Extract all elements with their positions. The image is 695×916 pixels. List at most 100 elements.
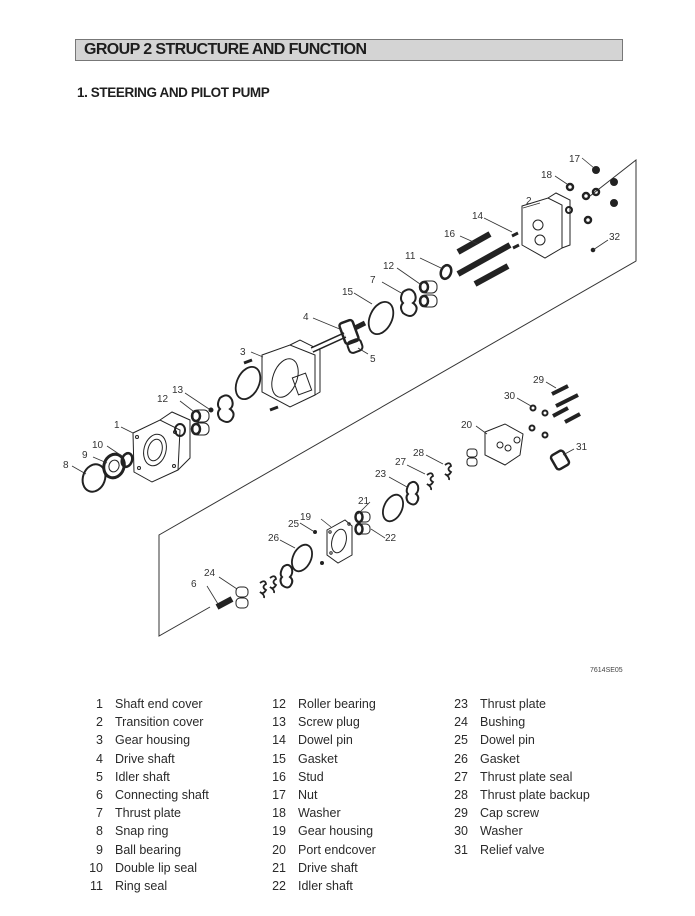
legend-item-name: Gear housing [115, 733, 191, 748]
legend-item-number: 27 [454, 769, 468, 784]
legend-item-number: 12 [272, 697, 286, 711]
part-roller-bearing-12 [174, 409, 210, 437]
legend-item-number: 15 [272, 751, 286, 766]
part-washer-30 [528, 404, 549, 439]
legend-item-name: Cap screw [480, 806, 540, 821]
callout-5: 5 [370, 354, 376, 365]
callout-30: 30 [504, 391, 516, 402]
legend-item-number: 2 [96, 715, 103, 730]
legend-item-number: 11 [90, 878, 103, 893]
legend-item-number: 21 [272, 860, 286, 875]
part-transition-cover-2 [521, 192, 573, 259]
part-drive-idler-shaft-21-22 [354, 510, 371, 536]
legend-item-name: Thrust plate backup [480, 787, 590, 802]
legend-item-number: 5 [96, 769, 103, 784]
part-thrust-plate-lower [279, 563, 294, 589]
callout-11: 11 [405, 251, 416, 262]
callout-8: 8 [63, 460, 69, 471]
legend-item-name: Transition cover [115, 715, 204, 730]
part-gasket-15 [367, 301, 395, 335]
part-connecting-shaft-6 [215, 596, 234, 610]
legend-item-number: 24 [454, 715, 468, 730]
legend-item-name: Screw plug [298, 715, 360, 730]
part-double-lip-seal-10 [120, 451, 134, 469]
callouts: 1 2 3 4 5 6 7 8 9 10 11 12 12 13 13 14 1… [63, 154, 621, 590]
legend-item-name: Nut [298, 787, 318, 802]
part-shaft-end-cover-1 [132, 411, 191, 483]
legend-item-name: Connecting shaft [115, 787, 209, 802]
callout-20: 20 [461, 420, 473, 431]
part-gear-housing-19 [326, 519, 353, 564]
legend-item-number: 18 [272, 806, 286, 821]
legend-item-number: 22 [272, 878, 286, 893]
part-port-endcover-20 [466, 423, 524, 467]
part-thrust-plate-seal-27 [426, 472, 435, 491]
group-header: GROUP 2 STRUCTURE AND FUNCTION [75, 39, 623, 61]
legend-item-name: Dowel pin [298, 733, 353, 748]
legend-item-name: Ball bearing [115, 842, 182, 857]
part-bushing-24 [235, 586, 249, 609]
group-title: GROUP 2 STRUCTURE AND FUNCTION [84, 41, 367, 58]
legend-item-name: Shaft end cover [115, 697, 203, 711]
callout-32: 32 [609, 232, 621, 243]
legend-item-number: 31 [454, 842, 468, 857]
part-gear-housing-3 [261, 339, 321, 408]
callout-31: 31 [576, 442, 588, 453]
part-washer-18 [565, 182, 575, 192]
callout-22: 22 [385, 533, 397, 544]
legend-item-name: Thrust plate [480, 697, 547, 711]
legend-item-number: 29 [454, 806, 468, 821]
legend-item-name: Dowel pin [480, 733, 535, 748]
part-screw-plug-13 [208, 407, 214, 413]
legend-item-number: 23 [454, 697, 468, 711]
callout-25: 25 [288, 519, 300, 530]
part-thrust-plate-7 [400, 288, 418, 317]
legend-item-name: Idler shaft [298, 878, 353, 893]
callout-6: 6 [191, 579, 197, 590]
legend-item-number: 7 [96, 806, 103, 821]
callout-13: 13 [172, 385, 184, 396]
callout-14: 14 [472, 211, 484, 222]
legend-item: 15 Gasket [256, 750, 376, 768]
legend-item-name: Gasket [480, 751, 520, 766]
legend-item: 2 Transition cover [73, 713, 209, 731]
legend-item-number: 10 [89, 860, 103, 875]
legend-item-number: 26 [454, 751, 468, 766]
part-dowel-pin-14 [511, 231, 520, 250]
leader-lines [71, 157, 609, 605]
part-idler-shaft-5 [346, 338, 364, 354]
legend-item-number: 4 [96, 751, 103, 766]
callout-3: 3 [240, 347, 246, 358]
callout-23: 23 [375, 469, 387, 480]
legend-item-number: 20 [272, 842, 286, 857]
legend-item-name: Gear housing [298, 824, 374, 839]
legend-item-name: Gasket [298, 751, 338, 766]
callout-2: 2 [526, 196, 532, 207]
legend-item: 22 Idler shaft [256, 877, 376, 895]
legend-item-number: 3 [96, 733, 103, 748]
part-gasket-a [234, 366, 262, 400]
callout-15: 15 [342, 287, 354, 298]
legend-item-number: 16 [272, 769, 286, 784]
upper-frame [158, 158, 637, 637]
legend-item-name: Snap ring [115, 824, 169, 839]
legend-item-name: Drive shaft [298, 860, 358, 875]
part-nuts-17 [581, 166, 618, 253]
part-thrust-plate-23 [405, 480, 420, 506]
part-thrust-plate-seal-lower [259, 575, 278, 599]
section-title: 1. STEERING AND PILOT PUMP [77, 85, 270, 100]
